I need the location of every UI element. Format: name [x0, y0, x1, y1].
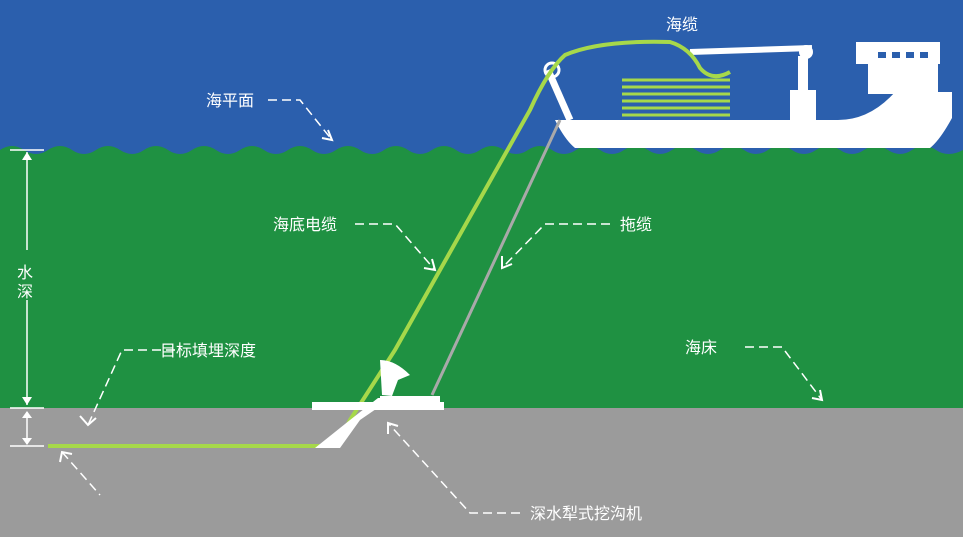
label-sea-level: 海平面 — [206, 91, 254, 110]
seabed — [0, 408, 963, 537]
label-target-depth: 目标填埋深度 — [160, 341, 256, 360]
label-plough: 深水犁式挖沟机 — [530, 504, 642, 523]
crane-base — [790, 90, 816, 120]
tow-cable — [430, 119, 562, 396]
label-water-depth-2: 深 — [17, 282, 33, 301]
crane-mast — [798, 56, 808, 92]
ship-hull — [555, 92, 952, 148]
label-subsea-cable: 海底电缆 — [273, 215, 337, 234]
cable-drum — [622, 78, 730, 117]
water-depth-marker — [10, 149, 44, 409]
ship-window — [920, 52, 928, 58]
ship-cabin — [868, 62, 938, 94]
ship-window — [878, 52, 886, 58]
crane-pivot — [799, 45, 813, 59]
label-tow-cable: 拖缆 — [620, 215, 652, 234]
plough — [312, 360, 444, 448]
callout-lines — [61, 99, 823, 514]
ship-window — [906, 52, 914, 58]
label-seabed: 海床 — [685, 338, 717, 357]
sea-water — [0, 146, 963, 410]
stern-sheave — [543, 61, 561, 79]
ship-window — [892, 52, 900, 58]
crane-boom — [689, 45, 813, 55]
label-cable-top: 海缆 — [666, 15, 698, 34]
burial-depth-marker — [10, 411, 44, 447]
callout-arrowheads — [59, 129, 824, 463]
label-water-depth-1: 水 — [17, 263, 33, 282]
